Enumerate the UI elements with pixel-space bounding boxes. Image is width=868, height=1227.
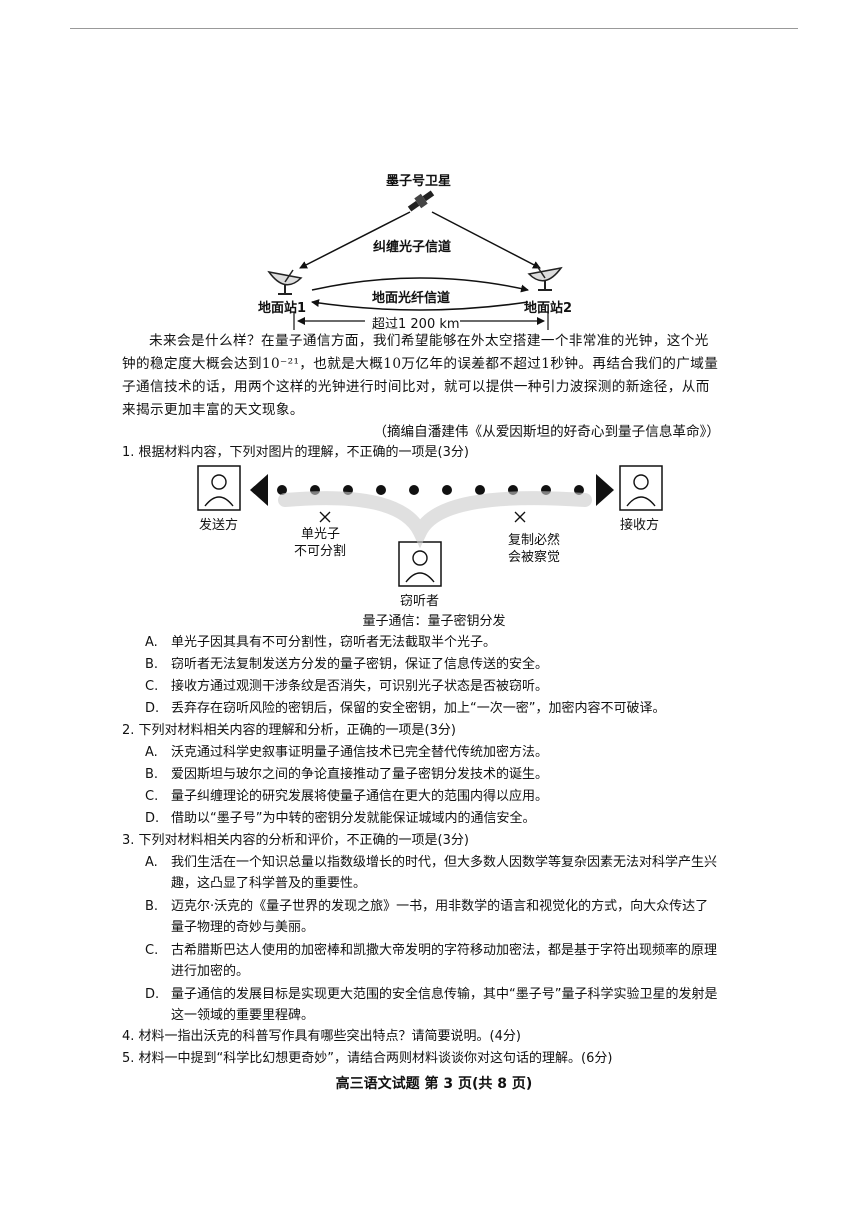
question-3-stem: 3. 下列对材料相关内容的分析和评价，不正确的一项是(3分): [122, 833, 469, 848]
question-1-option-c[interactable]: C.接收方通过观测干涉条纹是否消失，可识别光子状态是否被窃听。: [145, 679, 549, 694]
qkd-caption: 量子通信：量子密钥分发: [362, 614, 506, 629]
question-3-option-b[interactable]: B.迈克尔·沃克的《量子世界的发现之旅》一书，用非数学的语言和视觉化的方式，向大…: [145, 899, 709, 935]
question-2-option-c[interactable]: C.量子纠缠理论的研究发展将使量子通信在更大的范围内得以应用。: [145, 789, 549, 804]
question-2-stem: 2. 下列对材料相关内容的理解和分析，正确的一项是(3分): [122, 723, 456, 738]
eavesdropper-label: 窃听者: [400, 594, 440, 609]
photon-dot: [475, 485, 485, 495]
fiber-arc-lower: [311, 299, 529, 311]
cross-mark-icon: [319, 511, 331, 523]
question-3-option-a[interactable]: A.我们生活在一个知识总量以指数级增长的时代，但大多数人因数学等复杂因素无法对科…: [145, 855, 718, 891]
eavesdropper-person-icon: [398, 541, 442, 587]
right-arrowhead-icon: [596, 474, 614, 506]
passage-paragraph: 未来会是什么样？在量子通信方面，我们希望能够在外太空搭建一个非常准的光钟，这个光…: [122, 333, 719, 418]
source-citation: （摘编自潘建伟《从爱因斯坦的好奇心到量子信息革命》）: [373, 424, 720, 440]
entangled-channel-label: 纠缠光子信道: [373, 240, 452, 255]
photon-dot: [277, 485, 287, 495]
receiver-person-icon: [619, 465, 663, 511]
question-2-option-d[interactable]: D.借助以“墨子号”为中转的密钥分发就能保证城域内的通信安全。: [145, 811, 536, 826]
dish-antenna-icon: [267, 269, 303, 295]
note-right-line1: 复制必然: [508, 533, 561, 548]
entangled-arrow-right: [431, 211, 541, 269]
sender-label: 发送方: [199, 518, 239, 533]
satellite-diagram-graphic: [267, 190, 563, 330]
note-right-line2: 会被察觉: [508, 550, 561, 565]
question-4: 4. 材料一指出沃克的科普写作具有哪些突出特点？请简要说明。(4分): [122, 1029, 521, 1044]
photon-dot: [442, 485, 452, 495]
station1-label: 地面站1: [258, 301, 307, 316]
satellite-label: 墨子号卫星: [386, 174, 452, 189]
cross-mark-icon: [514, 511, 526, 523]
satellite-diagram: 墨子号卫星 纠缠光子信道 地面站1 地面站2 地面光纤信道 超过1 200 km: [0, 0, 868, 340]
question-1-stem: 1. 根据材料内容，下列对图片的理解，不正确的一项是(3分): [122, 445, 469, 460]
question-2-option-a[interactable]: A.沃克通过科学史叙事证明量子通信技术已完全替代传统加密方法。: [145, 745, 549, 760]
sender-person-icon: [197, 465, 241, 511]
left-arrowhead-icon: [250, 474, 268, 506]
question-1-option-b[interactable]: B.窃听者无法复制发送方分发的量子密钥，保证了信息传送的安全。: [145, 657, 549, 672]
question-5: 5. 材料一中提到“科学比幻想更奇妙”，请结合两则材料谈谈你对这句话的理解。(6…: [122, 1051, 613, 1066]
question-3-option-d[interactable]: D.量子通信的发展目标是实现更大范围的安全信息传输，其中“墨子号”量子科学实验卫…: [145, 987, 718, 1023]
note-left-line1: 单光子: [301, 527, 341, 542]
fiber-channel-label: 地面光纤信道: [372, 291, 451, 306]
note-left-line2: 不可分割: [294, 544, 347, 559]
receiver-label: 接收方: [620, 518, 660, 533]
station2-label: 地面站2: [524, 301, 573, 316]
fiber-arc-upper: [311, 277, 529, 293]
question-3-option-c[interactable]: C.古希腊斯巴达人使用的加密棒和凯撒大帝发明的字符移动加密法，都是基于字符出现频…: [145, 943, 718, 979]
photon-dot: [376, 485, 386, 495]
entangled-arrow-left: [299, 211, 411, 269]
header-rule: [70, 28, 798, 29]
question-1-option-d[interactable]: D.丢弃存在窃听风险的密钥后，保留的安全密钥，加上“一次一密”，加密内容不可破译…: [145, 701, 666, 716]
photon-dot: [409, 485, 419, 495]
satellite-icon: [407, 190, 435, 212]
question-2-option-b[interactable]: B.爱因斯坦与玻尔之间的争论直接推动了量子密钥分发技术的诞生。: [145, 767, 549, 782]
qkd-diagram: 发送方 接收方 窃听者 单光子 不可分割 复制必然 会被察觉 量子通信：量子密钥…: [0, 460, 868, 630]
question-1-option-a[interactable]: A.单光子因其具有不可分割性，窃听者无法截取半个光子。: [145, 635, 497, 650]
dish-antenna-icon: [527, 265, 563, 291]
qkd-diagram-graphic: [197, 465, 663, 587]
page-footer: 高三语文试题 第 3 页(共 8 页): [335, 1076, 533, 1092]
distance-label: 超过1 200 km: [372, 317, 460, 332]
